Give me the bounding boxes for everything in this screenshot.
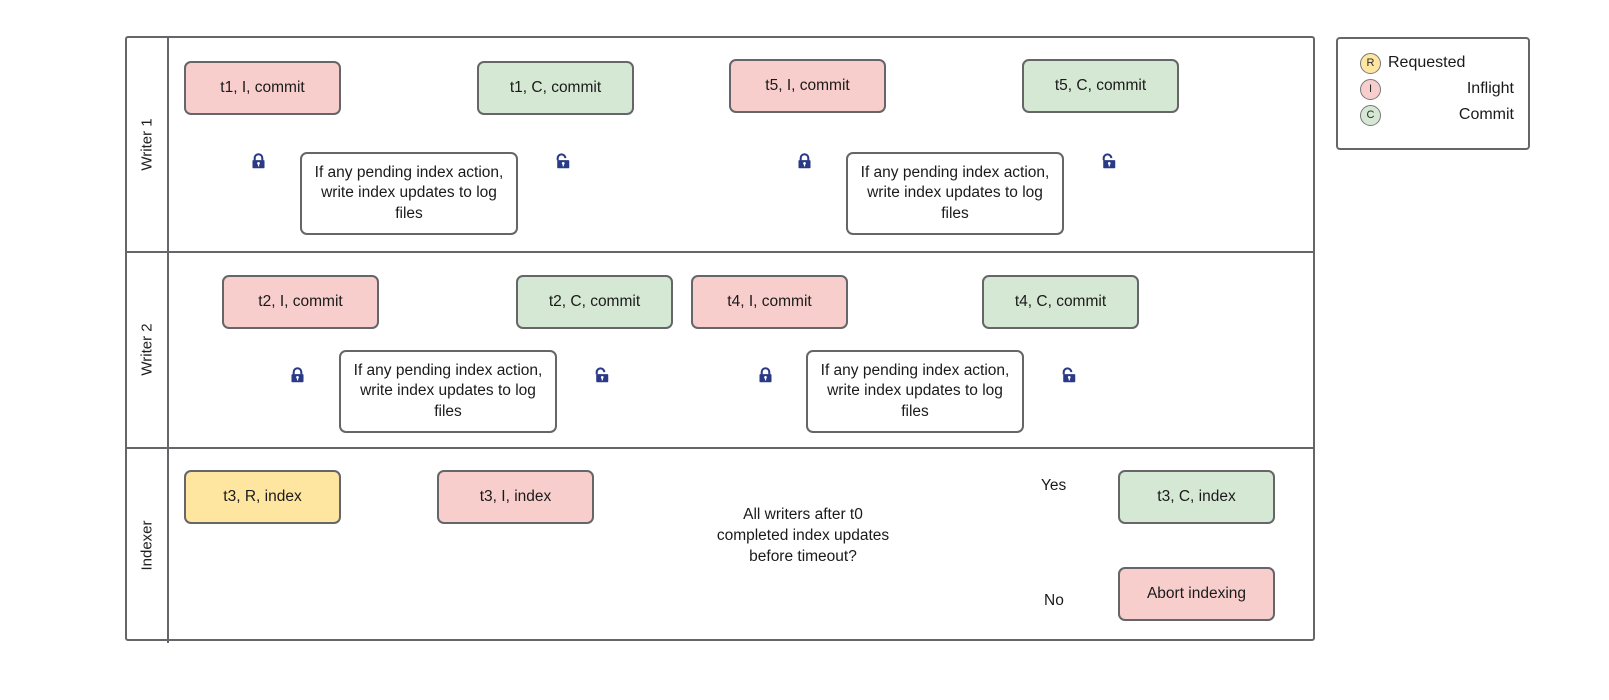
node-t2-inflight[interactable]: t2, I, commit [222, 275, 379, 329]
node-t2-commit[interactable]: t2, C, commit [516, 275, 673, 329]
node-t5-commit[interactable]: t5, C, commit [1022, 59, 1179, 113]
lock-closed-icon [291, 367, 304, 383]
lock-open-icon [556, 153, 570, 169]
node-abort-indexing[interactable]: Abort indexing [1118, 567, 1275, 621]
lock-open-icon [1102, 153, 1116, 169]
lane-labelcol-writer1: Writer 1 [127, 38, 169, 251]
node-t3-requested[interactable]: t3, R, index [184, 470, 341, 524]
edge-label-yes: Yes [1041, 477, 1067, 494]
node-t1-commit[interactable]: t1, C, commit [477, 61, 634, 115]
legend-item-commit: C Commit [1360, 102, 1514, 128]
lane-label-indexer: Indexer [138, 519, 156, 571]
decision-label: All writers after t0 completed index upd… [663, 505, 943, 567]
node-w2-process-2[interactable]: If any pending index action, write index… [806, 350, 1024, 433]
decision-line-2: completed index updates [716, 526, 890, 544]
legend-label-inflight: Inflight [1466, 80, 1514, 97]
lock-closed-icon [252, 153, 265, 169]
legend-label-commit: Commit [1458, 106, 1514, 123]
node-w2-process-1[interactable]: If any pending index action, write index… [339, 350, 557, 433]
node-t3-commit[interactable]: t3, C, index [1118, 470, 1275, 524]
node-t1-inflight[interactable]: t1, I, commit [184, 61, 341, 115]
node-w1-process-1[interactable]: If any pending index action, write index… [300, 152, 518, 235]
lock-closed-icon [798, 153, 811, 169]
legend-item-requested: R Requested [1360, 50, 1514, 76]
lock-open-icon [1062, 367, 1076, 383]
legend-label-requested: Requested [1388, 54, 1466, 71]
decision-line-1: All writers after t0 [743, 506, 863, 523]
legend-panel: R Requested I Inflight C Commit [1336, 37, 1530, 150]
lane-labelcol-indexer: Indexer [127, 447, 169, 643]
node-t4-inflight[interactable]: t4, I, commit [691, 275, 848, 329]
commit-badge-icon: C [1360, 104, 1381, 126]
node-t4-commit[interactable]: t4, C, commit [982, 275, 1139, 329]
legend-item-inflight: I Inflight [1360, 76, 1514, 102]
lane-divider-2 [127, 447, 1313, 449]
lock-closed-icon [759, 367, 772, 383]
lane-labelcol-writer2: Writer 2 [127, 251, 169, 447]
swimlane-frame: Writer 1 Writer 2 Indexer [125, 36, 1315, 643]
decision-line-3: before timeout? [749, 547, 857, 565]
node-w1-process-2[interactable]: If any pending index action, write index… [846, 152, 1064, 235]
lane-label-writer1: Writer 1 [138, 118, 156, 171]
requested-badge-icon: R [1360, 52, 1381, 74]
edge-label-no: No [1044, 592, 1064, 609]
node-t3-inflight[interactable]: t3, I, index [437, 470, 594, 524]
node-t5-inflight[interactable]: t5, I, commit [729, 59, 886, 113]
lock-open-icon [595, 367, 609, 383]
inflight-badge-icon: I [1360, 78, 1381, 100]
lane-label-writer2: Writer 2 [138, 322, 156, 376]
lane-divider-1 [127, 251, 1313, 253]
